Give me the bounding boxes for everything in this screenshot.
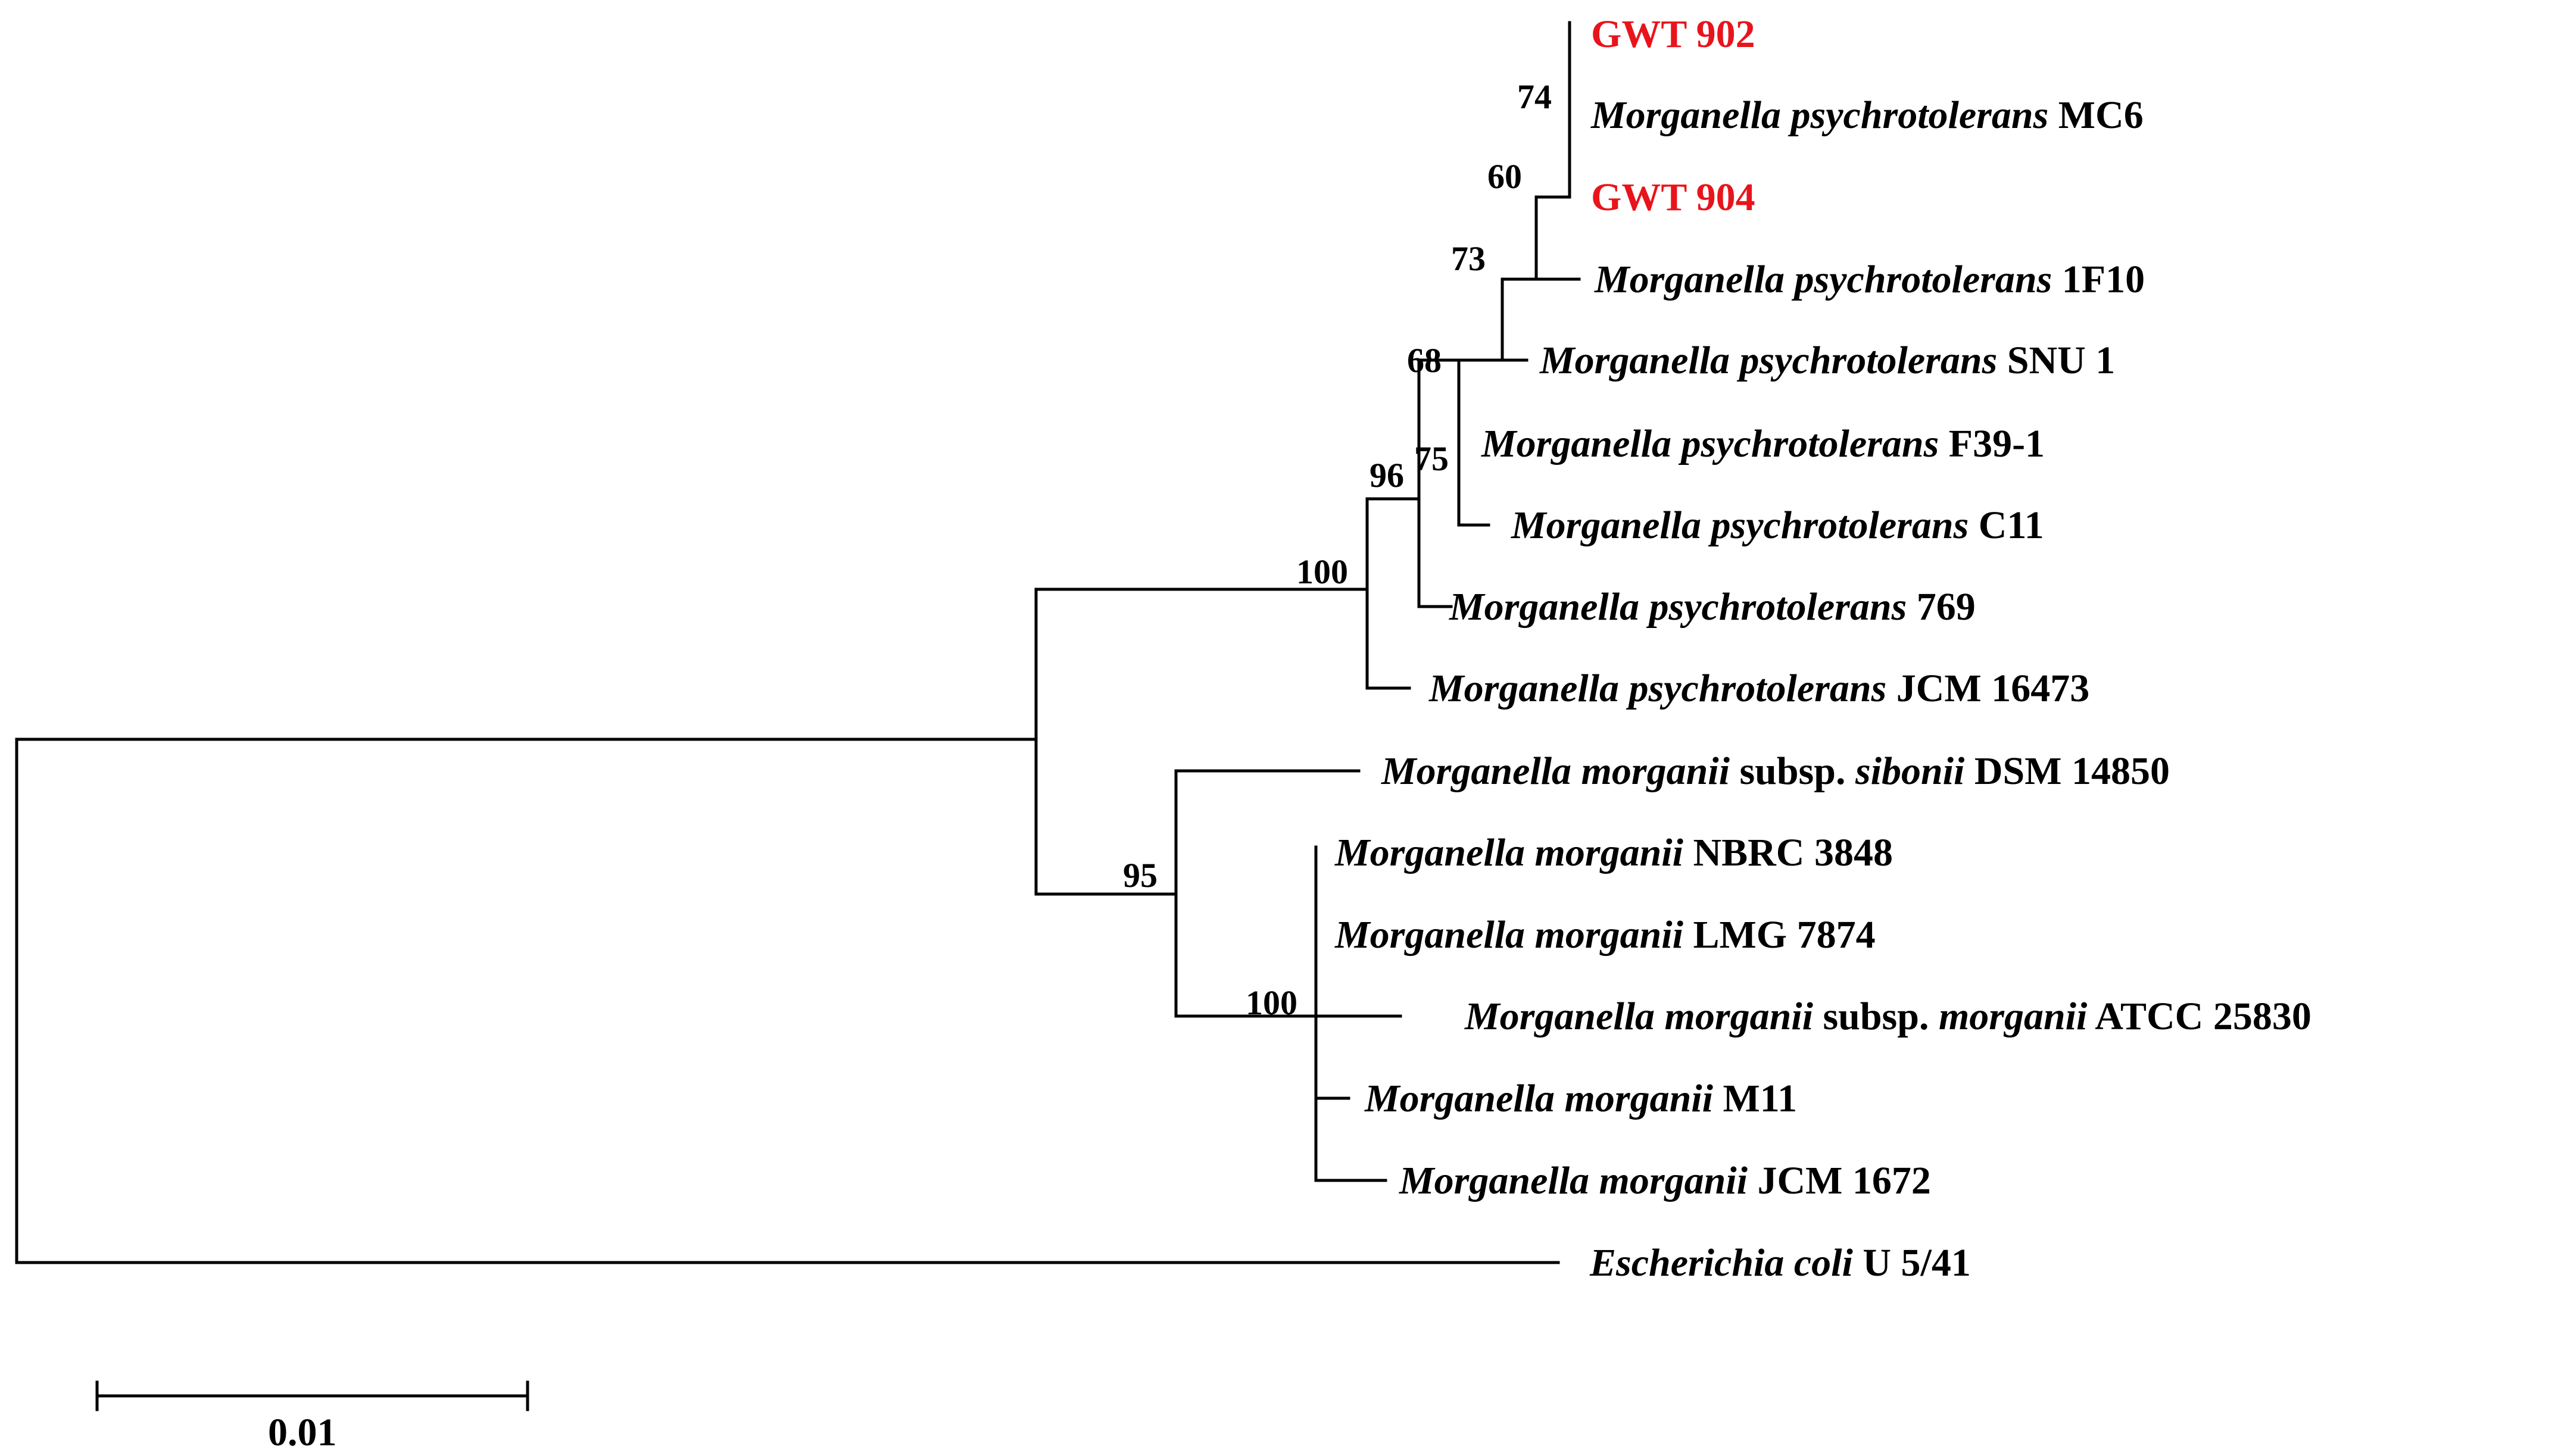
leaf-label-f39: Morganella psychrotolerans F39-1 <box>1481 422 2045 465</box>
bootstrap-96: 96 <box>1370 456 1404 495</box>
leaf-label-jcm16473: Morganella psychrotolerans JCM 16473 <box>1428 667 2089 710</box>
leaf-label-gwt902: GWT 902 <box>1591 13 1755 56</box>
bootstrap-60: 60 <box>1487 157 1522 196</box>
bootstrap-73: 73 <box>1451 239 1486 278</box>
strain-name: subsp. <box>1730 749 1855 793</box>
taxon-name: Morganella morganii <box>1334 831 1684 874</box>
bootstrap-100-lower: 100 <box>1246 983 1297 1022</box>
strain-name: 1F10 <box>2052 258 2145 301</box>
strain-name: LMG 7874 <box>1683 913 1876 957</box>
strain-name: DSM 14850 <box>1964 749 2170 793</box>
taxon-name: Morganella morganii <box>1399 1159 1748 1202</box>
taxon-name: Morganella morganii <box>1464 995 1814 1038</box>
leaf-label-sibonii: Morganella morganii subsp. sibonii DSM 1… <box>1381 749 2170 793</box>
taxon-name: Morganella morganii <box>1334 913 1684 957</box>
taxon-name: Morganella psychrotolerans <box>1428 667 1886 710</box>
taxon-name: Morganella morganii <box>1364 1077 1714 1120</box>
strain-name: M11 <box>1713 1077 1797 1120</box>
leaf-label-gwt904: GWT 904 <box>1591 176 1755 219</box>
strain-name: 769 <box>1907 585 1976 629</box>
strain-name: MC6 <box>2048 93 2143 137</box>
taxon-name: Morganella psychrotolerans <box>1481 422 1939 465</box>
leaf-label-mc6: Morganella psychrotolerans MC6 <box>1590 93 2144 137</box>
taxon-name: morganii <box>1939 995 2088 1038</box>
leaf-label-c11: Morganella psychrotolerans C11 <box>1511 504 2044 547</box>
strain-name: ATCC 25830 <box>2087 995 2311 1038</box>
taxon-name: Morganella psychrotolerans <box>1449 585 1907 629</box>
strain-name: GWT 904 <box>1591 176 1755 219</box>
leaf-label-769: Morganella psychrotolerans 769 <box>1449 585 1976 629</box>
taxon-name: Morganella psychrotolerans <box>1594 258 2052 301</box>
bootstrap-75: 75 <box>1414 439 1449 478</box>
strain-name: JCM 16473 <box>1886 667 2089 710</box>
strain-name: F39-1 <box>1939 422 2045 465</box>
taxon-name: Morganella psychrotolerans <box>1539 339 1997 382</box>
leaf-label-m11: Morganella morganii M11 <box>1364 1077 1797 1120</box>
taxon-name: sibonii <box>1855 749 1965 793</box>
strain-name: SNU 1 <box>1997 339 2115 382</box>
strain-name: subsp. <box>1813 995 1939 1038</box>
leaf-label-snu1: Morganella psychrotolerans SNU 1 <box>1539 339 2115 382</box>
strain-name: U 5/41 <box>1853 1241 1971 1285</box>
strain-name: NBRC 3848 <box>1683 831 1893 874</box>
taxon-name: Morganella psychrotolerans <box>1590 93 2048 137</box>
taxon-name: Morganella morganii <box>1381 749 1730 793</box>
bootstrap-68: 68 <box>1407 341 1442 380</box>
tree-branches <box>15 21 1581 1264</box>
strain-name: GWT 902 <box>1591 13 1755 56</box>
leaf-label-nbrc: Morganella morganii NBRC 3848 <box>1334 831 1893 874</box>
bootstrap-95: 95 <box>1123 856 1158 895</box>
bootstrap-100-upper: 100 <box>1296 552 1348 591</box>
leaf-label-atcc: Morganella morganii subsp. morganii ATCC… <box>1464 995 2311 1038</box>
scale-bar: 0.01 <box>95 1380 529 1454</box>
leaf-label-ecoli: Escherichia coli U 5/41 <box>1589 1241 1971 1285</box>
leaf-label-1f10: Morganella psychrotolerans 1F10 <box>1594 258 2145 301</box>
scale-bar-label: 0.01 <box>268 1411 337 1454</box>
strain-name: C11 <box>1969 504 2044 547</box>
taxon-name: Escherichia coli <box>1589 1241 1853 1285</box>
bootstrap-74: 74 <box>1517 77 1552 116</box>
leaf-label-jcm1672: Morganella morganii JCM 1672 <box>1399 1159 1931 1202</box>
strain-name: JCM 1672 <box>1748 1159 1931 1202</box>
taxon-name: Morganella psychrotolerans <box>1511 504 1969 547</box>
leaf-label-lmg: Morganella morganii LMG 7874 <box>1334 913 1876 957</box>
bootstrap-values: 74 60 73 68 75 96 100 95 100 <box>1123 77 1552 1022</box>
